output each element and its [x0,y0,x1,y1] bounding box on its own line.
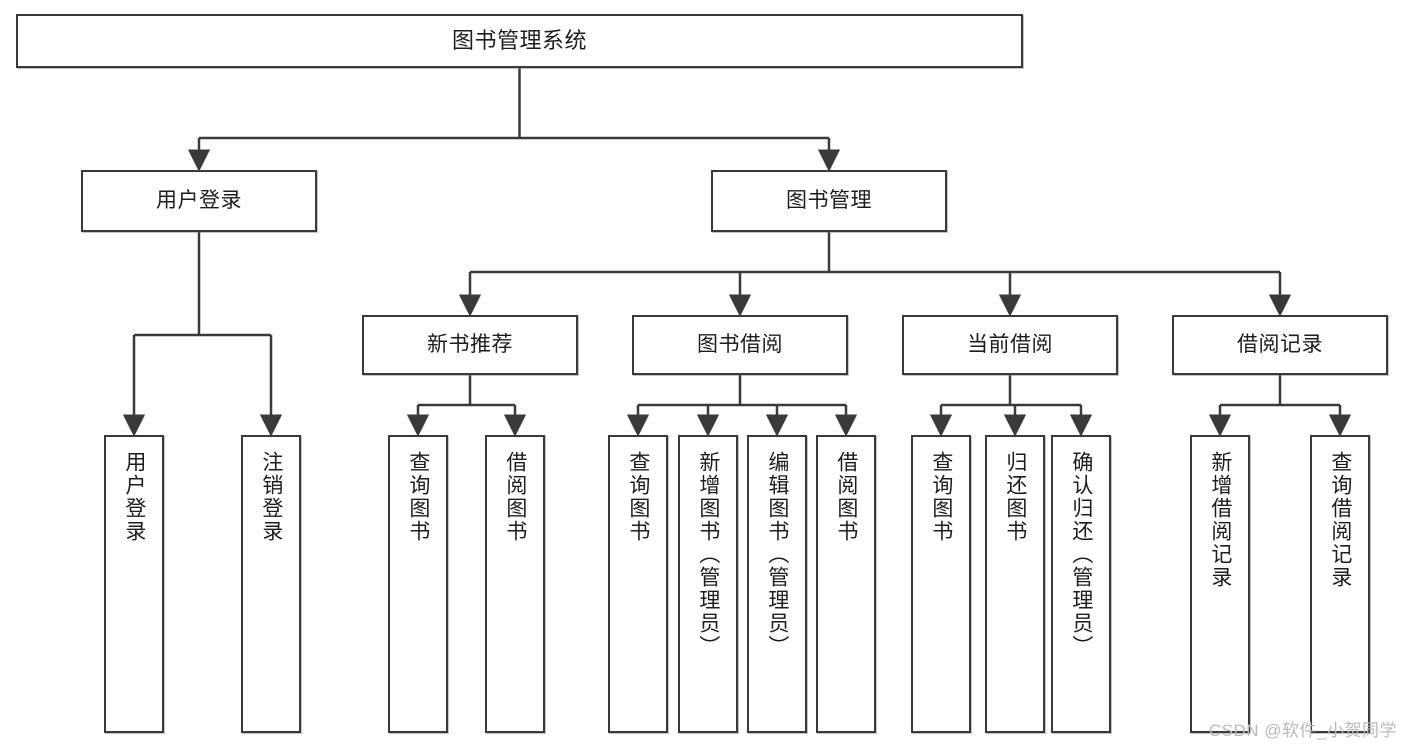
connector-lines [122,68,1352,437]
node-label: 查询图书 [929,451,953,543]
node-label: 查询图书 [626,451,650,543]
node-label: 新书推荐 [427,332,513,356]
node-label: 图书管理系统 [451,28,587,54]
node-leaf-logout[interactable]: 注销登录 [241,435,301,733]
node-leaf-user-login[interactable]: 用户登录 [104,435,164,733]
node-label: 注销登录 [259,451,283,543]
node-label: 新增借阅记录 [1208,451,1232,589]
node-new-book-rec[interactable]: 新书推荐 [362,315,578,375]
node-leaf-borrow-book-2[interactable]: 借阅图书 [816,435,876,733]
node-borrow-records[interactable]: 借阅记录 [1172,315,1388,375]
node-leaf-add-record[interactable]: 新增借阅记录 [1190,435,1250,733]
node-label: 确认归还（管理员） [1069,451,1093,658]
node-leaf-add-book[interactable]: 新增图书（管理员） [678,435,738,733]
node-label: 归还图书 [1003,451,1027,543]
node-leaf-query-book-2[interactable]: 查询图书 [608,435,668,733]
node-label: 查询借阅记录 [1328,451,1352,589]
node-label: 查询图书 [406,451,430,543]
node-root[interactable]: 图书管理系统 [16,14,1023,68]
node-leaf-query-book-3[interactable]: 查询图书 [911,435,971,733]
node-leaf-return-book[interactable]: 归还图书 [985,435,1045,733]
watermark: CSDN @软件_小贺同学 [1208,721,1397,740]
node-label: 借阅图书 [834,451,858,543]
node-leaf-borrow-book-1[interactable]: 借阅图书 [485,435,545,733]
node-label: 图书借阅 [697,332,783,356]
node-label: 编辑图书（管理员） [765,451,789,658]
node-label: 当前借阅 [967,332,1053,356]
node-current-borrow[interactable]: 当前借阅 [902,315,1118,375]
node-label: 用户登录 [156,188,242,212]
node-label: 新增图书（管理员） [696,451,720,658]
node-label: 图书管理 [786,188,872,212]
node-label: 用户登录 [122,451,146,543]
node-label: 借阅图书 [503,451,527,543]
node-leaf-confirm-return[interactable]: 确认归还（管理员） [1051,435,1111,733]
node-leaf-edit-book[interactable]: 编辑图书（管理员） [747,435,807,733]
node-leaf-query-book-1[interactable]: 查询图书 [388,435,448,733]
node-leaf-query-record[interactable]: 查询借阅记录 [1310,435,1370,733]
node-book-manage[interactable]: 图书管理 [711,170,947,232]
node-book-borrow[interactable]: 图书借阅 [632,315,848,375]
node-user-login[interactable]: 用户登录 [81,170,317,232]
node-label: 借阅记录 [1237,332,1323,356]
